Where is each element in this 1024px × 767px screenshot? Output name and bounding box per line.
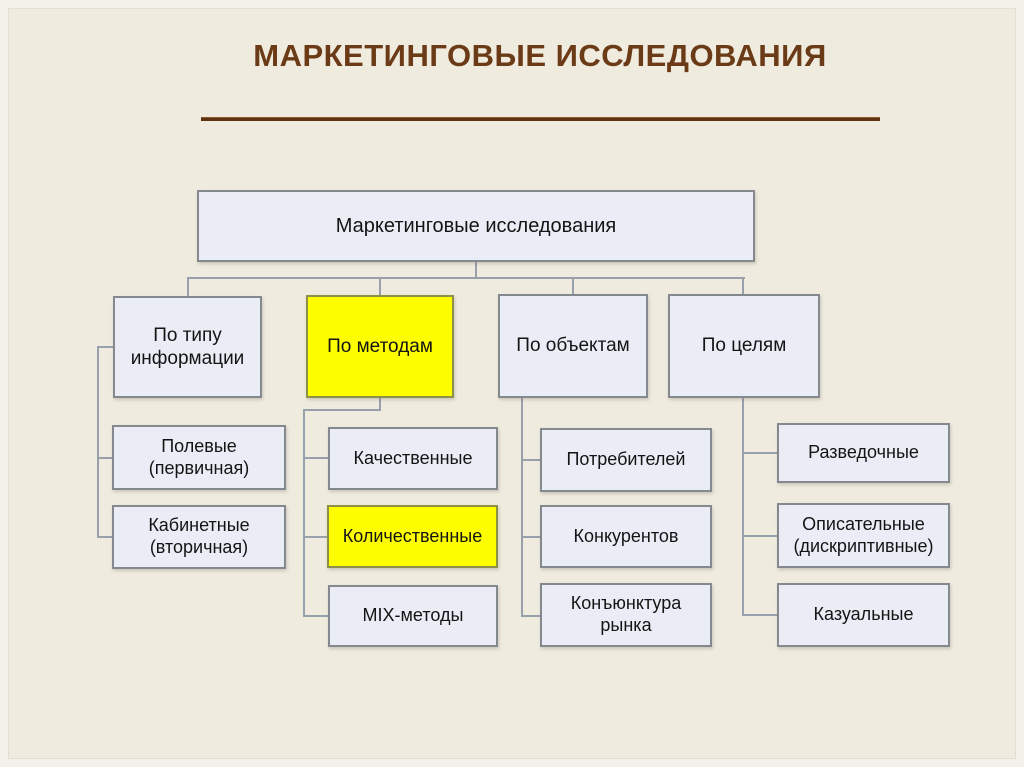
child-mix-methods-label: MIX-методы [362, 605, 464, 626]
connector-branch3-elbow-1 [521, 459, 541, 461]
slide-background: МАРКЕТИНГОВЫЕ ИССЛЕДОВАНИЯ Маркетинговые… [8, 8, 1016, 759]
branch-by-information-type: По типу информации [113, 296, 262, 398]
child-competitors-label: Конкурентов [573, 525, 679, 546]
child-consumers-label: Потребителей [566, 449, 686, 470]
connector-distribution-line [187, 277, 745, 279]
connector-drop-branch-1 [187, 277, 189, 297]
connector-branch2-elbow-1 [303, 457, 329, 459]
connector-branch2-stub [379, 398, 381, 411]
connector-branch1-vertical [97, 346, 99, 538]
child-mix-methods: MIX-методы [328, 585, 498, 647]
child-desk-secondary-label: Кабинетные (вторичная) [148, 515, 250, 557]
connector-branch2-vertical [303, 409, 305, 617]
branch-by-objects-label: По объектам [516, 335, 630, 357]
connector-branch2-elbow-2 [303, 536, 328, 538]
connector-drop-branch-3 [572, 277, 574, 295]
child-competitors: Конкурентов [540, 505, 712, 568]
connector-branch2-horizontal [303, 409, 381, 411]
child-descriptive: Описательные (дискриптивные) [777, 503, 950, 568]
slide-title: МАРКЕТИНГОВЫЕ ИССЛЕДОВАНИЯ [253, 38, 827, 73]
connector-root-drop [475, 262, 477, 279]
child-descriptive-label: Описательные (дискриптивные) [793, 513, 934, 556]
connector-branch3-elbow-3 [521, 615, 541, 617]
connector-drop-branch-4 [742, 277, 744, 295]
connector-branch4-vertical [742, 398, 744, 615]
connector-branch3-elbow-2 [521, 536, 541, 538]
root-node: Маркетинговые исследования [197, 190, 755, 262]
branch-by-goals: По целям [668, 294, 820, 398]
branch-by-methods-label: По методам [327, 335, 433, 357]
connector-branch2-elbow-3 [303, 615, 329, 617]
branch-by-goals-label: По целям [701, 335, 787, 357]
connector-branch1-elbow-2 [97, 536, 113, 538]
child-causal: Казуальные [777, 583, 950, 647]
title-underline [201, 117, 880, 121]
connector-branch1-stub [97, 346, 114, 348]
connector-branch4-elbow-1 [742, 452, 778, 454]
child-field-primary: Полевые (первичная) [112, 425, 286, 490]
child-exploratory-label: Разведочные [808, 442, 919, 463]
child-desk-secondary: Кабинетные (вторичная) [112, 505, 286, 569]
child-causal-label: Казуальные [813, 604, 914, 625]
child-quantitative: Количественные [327, 505, 498, 568]
connector-branch4-elbow-2 [742, 535, 778, 537]
child-qualitative-label: Качественные [353, 447, 473, 468]
child-market-conditions: Конъюнктура рынка [540, 583, 712, 647]
connector-branch1-elbow-1 [97, 457, 113, 459]
branch-by-information-type-label: По типу информации [130, 324, 245, 369]
child-exploratory: Разведочные [777, 423, 950, 483]
connector-drop-branch-2 [379, 277, 381, 296]
child-market-conditions-label: Конъюнктура рынка [570, 593, 682, 635]
child-consumers: Потребителей [540, 428, 712, 492]
child-quantitative-label: Количественные [342, 525, 483, 546]
child-qualitative: Качественные [328, 427, 498, 490]
connector-branch3-vertical [521, 398, 523, 617]
child-field-primary-label: Полевые (первичная) [148, 435, 250, 478]
connector-branch4-elbow-3 [742, 614, 778, 616]
root-node-label: Маркетинговые исследования [335, 214, 617, 237]
branch-by-methods: По методам [306, 295, 454, 398]
branch-by-objects: По объектам [498, 294, 648, 398]
